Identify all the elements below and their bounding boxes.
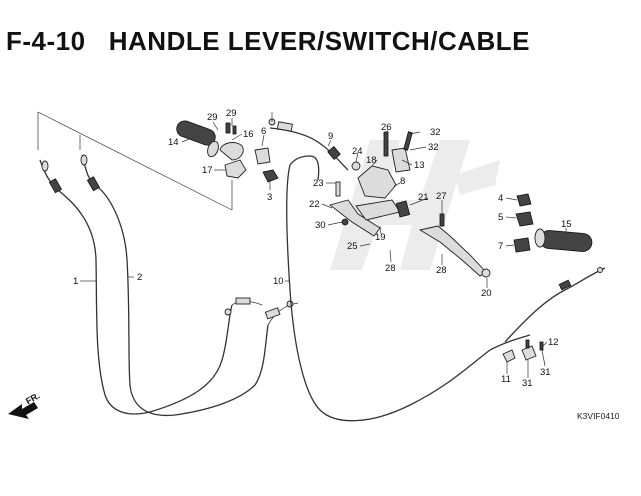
- diagram-title: F-4-10 HANDLE LEVER/SWITCH/CABLE: [6, 26, 530, 57]
- callout-4: 4: [498, 193, 503, 204]
- callout-5: 5: [498, 212, 503, 223]
- callout-26: 26: [381, 122, 392, 133]
- callout-28-right: 28: [436, 265, 447, 276]
- callout-25: 25: [347, 241, 358, 252]
- callout-31-left: 31: [522, 378, 533, 389]
- throttle-cable-b: [80, 154, 299, 417]
- front-direction-arrow: FR.: [8, 390, 42, 419]
- callout-2: 2: [137, 272, 142, 283]
- right-brake-lever: [395, 200, 491, 278]
- callout-18: 18: [366, 155, 377, 166]
- callout-leaders: [80, 112, 567, 378]
- callout-9: 9: [328, 131, 333, 142]
- callout-32-lower: 32: [428, 142, 439, 153]
- section-title: HANDLE LEVER/SWITCH/CABLE: [108, 26, 531, 56]
- left-grip: [176, 120, 219, 158]
- callout-10: 10: [273, 276, 284, 287]
- callout-labels: 1 2 4 5 6 7 8 9 10 11 12 13 14 15 16 17 …: [73, 108, 572, 389]
- callout-19: 19: [375, 232, 386, 243]
- switch-part-6: [254, 147, 271, 165]
- callout-15: 15: [561, 219, 572, 230]
- brake-lever-bracket: [335, 131, 413, 199]
- front-label: FR.: [24, 390, 42, 406]
- callout-6: 6: [261, 126, 266, 137]
- callout-30: 30: [315, 220, 326, 231]
- callout-21: 21: [418, 192, 429, 203]
- callout-29-left: 29: [207, 112, 218, 123]
- callout-28-left: 28: [385, 263, 396, 274]
- callout-1: 1: [73, 276, 78, 287]
- callout-7: 7: [498, 241, 503, 252]
- callout-12: 12: [548, 337, 559, 348]
- callout-31-right: 31: [540, 367, 551, 378]
- throttle-housing: [219, 122, 244, 161]
- callout-13: 13: [414, 160, 425, 171]
- section-number: F-4-10: [6, 26, 86, 56]
- brake-cable-10: [285, 155, 606, 422]
- callout-24: 24: [352, 146, 363, 157]
- right-grip: [534, 228, 593, 252]
- throttle-bracket: [224, 159, 279, 183]
- callout-8: 8: [400, 176, 405, 187]
- callout-29-right: 29: [226, 108, 237, 119]
- callout-11: 11: [501, 374, 511, 385]
- callout-23: 23: [313, 178, 324, 189]
- diagram-code: K3VIF0410: [577, 411, 620, 421]
- callout-22: 22: [309, 199, 320, 210]
- reference-bracket: [37, 111, 233, 211]
- callout-20: 20: [481, 288, 492, 299]
- callout-27: 27: [436, 191, 447, 202]
- lower-fasteners: [502, 339, 544, 363]
- callout-16: 16: [243, 129, 254, 140]
- callout-14: 14: [168, 137, 179, 148]
- callout-32-upper: 32: [430, 127, 441, 138]
- brake-cable-9: [268, 118, 349, 171]
- callout-3: 3: [267, 192, 272, 203]
- throttle-cable-a: [39, 159, 263, 415]
- callout-17: 17: [202, 165, 213, 176]
- right-switches: [513, 193, 534, 253]
